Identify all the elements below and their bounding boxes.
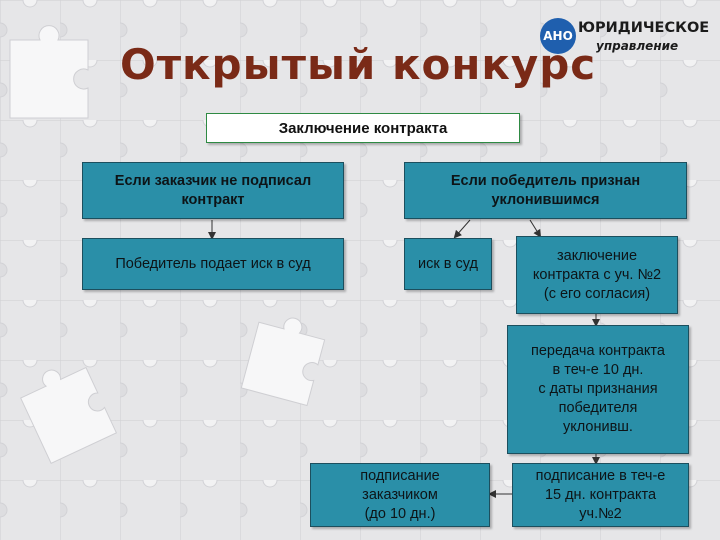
logo-line1: ЮРИДИЧЕСКОЕ	[578, 20, 710, 36]
contract-transfer-box: передача контракта в теч-е 10 дн. с даты…	[507, 325, 689, 454]
logo-badge: АНО	[540, 18, 576, 54]
customer-not-signed-box: Если заказчик не подписал контракт	[82, 162, 344, 219]
second-participant-contract-box: заключение контракта с уч. №2 (с его сог…	[516, 236, 678, 314]
loose-puzzle-piece-icon	[9, 25, 89, 119]
court-claim-box: иск в суд	[404, 238, 492, 290]
slide-title: Открытый конкурс	[120, 40, 597, 89]
winner-evaded-box: Если победитель признан уклонившимся	[404, 162, 687, 219]
customer-signing-box: подписание заказчиком (до 10 дн.)	[310, 463, 490, 527]
winner-files-claim-box: Победитель подает иск в суд	[82, 238, 344, 290]
logo-line2: управление	[596, 39, 679, 53]
contract-conclusion-header: Заключение контракта	[206, 113, 520, 143]
participant-signing-box: подписание в теч-е 15 дн. контракта уч.№…	[512, 463, 689, 527]
loose-puzzle-piece-icon	[20, 366, 118, 464]
logo: АНО ЮРИДИЧЕСКОЕ управление	[540, 16, 710, 54]
loose-puzzle-piece-icon	[240, 317, 326, 407]
